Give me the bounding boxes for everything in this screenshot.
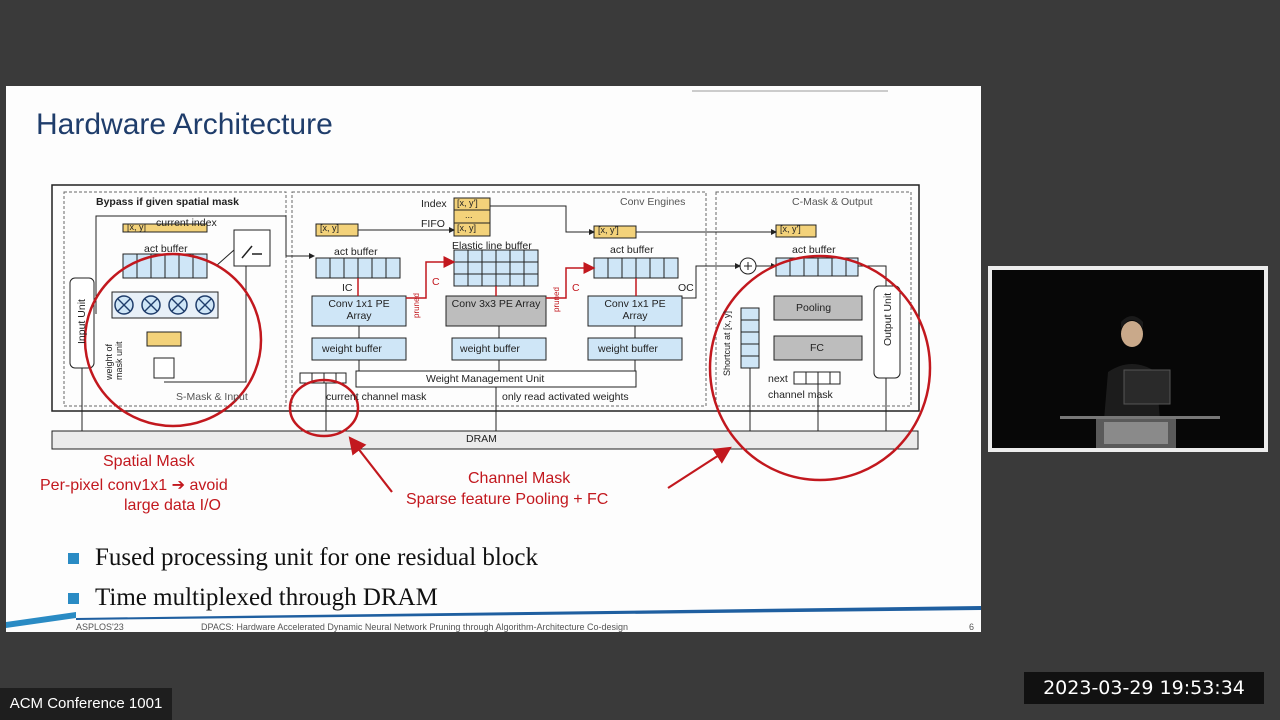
channel-mask-line1: Sparse feature Pooling + FC bbox=[406, 491, 609, 508]
xy-label-2: [x, y] bbox=[320, 223, 340, 233]
only-read-label: only read activated weights bbox=[502, 391, 629, 403]
act-buffer-label-2: act buffer bbox=[334, 246, 378, 258]
weight-buffer-label-1: weight buffer bbox=[322, 343, 382, 355]
act-buffer-output bbox=[775, 257, 859, 277]
act-buffer-label-4: act buffer bbox=[792, 244, 836, 256]
elastic-line-buffer bbox=[453, 249, 539, 287]
act-buffer-label-1: act buffer bbox=[144, 243, 188, 255]
shortcut-label: Shortcut at [x, y] bbox=[722, 310, 732, 376]
spatial-mask-line1: Per-pixel conv1x1 ➔ avoid bbox=[40, 477, 228, 494]
speaker-figure bbox=[992, 270, 1264, 448]
bullet-square-icon bbox=[68, 552, 79, 564]
index-label: Index bbox=[421, 198, 447, 210]
cmask-output-highlight bbox=[708, 254, 932, 482]
act-buffer-label-3: act buffer bbox=[610, 244, 654, 256]
presentation-slide: Hardware Architecture bbox=[6, 86, 981, 632]
adder-box bbox=[146, 331, 182, 347]
footer-page-number: 6 bbox=[969, 622, 975, 632]
c-label-1: C bbox=[432, 276, 440, 288]
pruned-label-2: pruned bbox=[552, 287, 561, 312]
speaker-video-feed bbox=[992, 270, 1264, 448]
output-unit-label: Output Unit bbox=[882, 292, 894, 346]
conv1x1-b-label: Conv 1x1 PE Array bbox=[604, 298, 666, 322]
current-index-label: current index bbox=[156, 217, 217, 229]
weight-mgmt-label: Weight Management Unit bbox=[426, 373, 545, 385]
bullet-text: Time multiplexed through DRAM bbox=[95, 584, 438, 611]
bullet-list: Fused processing unit for one residual b… bbox=[68, 538, 538, 618]
conv-engine-region bbox=[291, 191, 707, 407]
bullet-item: Time multiplexed through DRAM bbox=[68, 578, 538, 618]
outer-frame bbox=[51, 184, 920, 412]
speaker-name-tag: ACM Conference 1001 bbox=[0, 688, 172, 720]
pruned-label-1: pruned bbox=[412, 293, 421, 318]
dram-bar bbox=[51, 430, 919, 450]
pooling-box bbox=[773, 295, 863, 321]
xy-label-1: [x, y] bbox=[127, 222, 147, 232]
slide-title: Hardware Architecture bbox=[36, 108, 333, 141]
cmask-output-label: C-Mask & Output bbox=[792, 196, 873, 208]
xy-prime-label-1: [x, y'] bbox=[457, 198, 478, 208]
index-box-1 bbox=[122, 223, 208, 233]
conv3x3-label: Conv 3x3 PE Array bbox=[451, 298, 541, 310]
fc-label: FC bbox=[810, 342, 824, 354]
next-label: next bbox=[768, 373, 788, 385]
spatial-mask-highlight bbox=[83, 252, 263, 428]
oc-label: OC bbox=[678, 282, 694, 294]
bullet-item: Fused processing unit for one residual b… bbox=[68, 538, 538, 578]
xy-label-3: [x, y] bbox=[457, 223, 477, 233]
weight-buffer-label-3: weight buffer bbox=[598, 343, 658, 355]
architecture-diagram bbox=[51, 184, 932, 493]
channel-mask-highlight bbox=[288, 378, 360, 438]
footer-stripe bbox=[6, 606, 981, 628]
conv1x1-pe-array-b bbox=[587, 295, 683, 327]
spatial-mask-title: Spatial Mask bbox=[103, 453, 195, 470]
bullet-text: Fused processing unit for one residual b… bbox=[95, 544, 538, 571]
act-buffer-conv1 bbox=[315, 257, 401, 279]
bypass-switch bbox=[233, 229, 271, 267]
timestamp-overlay: 2023-03-29 19:53:34 bbox=[1024, 672, 1264, 704]
footer-paper-title: DPACS: Hardware Accelerated Dynamic Neur… bbox=[201, 622, 629, 632]
current-channel-mask-label: current channel mask bbox=[326, 391, 427, 403]
cmask-region bbox=[715, 191, 912, 407]
index-fifo bbox=[453, 197, 491, 237]
threshold-box bbox=[153, 357, 175, 379]
bullet-square-icon bbox=[68, 592, 79, 604]
current-channel-mask-box bbox=[299, 372, 347, 384]
conv1x1-a-label: Conv 1x1 PE Array bbox=[328, 298, 390, 322]
smask-input-label: S-Mask & Input bbox=[176, 391, 248, 403]
smask-region bbox=[63, 191, 287, 407]
conv-engines-label: Conv Engines bbox=[620, 196, 686, 208]
next-channel-mask-box bbox=[793, 371, 841, 385]
xy-prime-label-2: [x, y'] bbox=[598, 225, 619, 235]
shortcut-buffer bbox=[740, 307, 760, 369]
channel-mask-title: Channel Mask bbox=[468, 470, 571, 487]
weight-buffer-label-2: weight buffer bbox=[460, 343, 520, 355]
xy-prime-label-3: [x, y'] bbox=[780, 224, 801, 234]
input-unit-label: Input Unit bbox=[76, 299, 88, 344]
top-rule bbox=[692, 90, 888, 92]
speaker-video[interactable] bbox=[988, 266, 1268, 452]
c-label-2: C bbox=[572, 282, 580, 294]
dram-label: DRAM bbox=[466, 433, 497, 445]
weight-mask-unit-label: weight of mask unit bbox=[104, 341, 124, 380]
fifo-label: FIFO bbox=[421, 218, 445, 230]
ic-label: IC bbox=[342, 282, 353, 294]
channel-mask-label: channel mask bbox=[768, 389, 833, 401]
pooling-label: Pooling bbox=[796, 302, 832, 314]
fc-box bbox=[773, 335, 863, 361]
spatial-mask-line2: large data I/O bbox=[124, 497, 221, 514]
footer-conference: ASPLOS'23 bbox=[76, 622, 124, 632]
elastic-line-buffer-label: Elastic line buffer bbox=[452, 240, 532, 252]
output-unit-box bbox=[873, 285, 901, 379]
act-buffer-conv3 bbox=[593, 257, 679, 279]
bypass-label: Bypass if given spatial mask bbox=[96, 196, 239, 208]
fifo-dots: ... bbox=[465, 210, 473, 220]
